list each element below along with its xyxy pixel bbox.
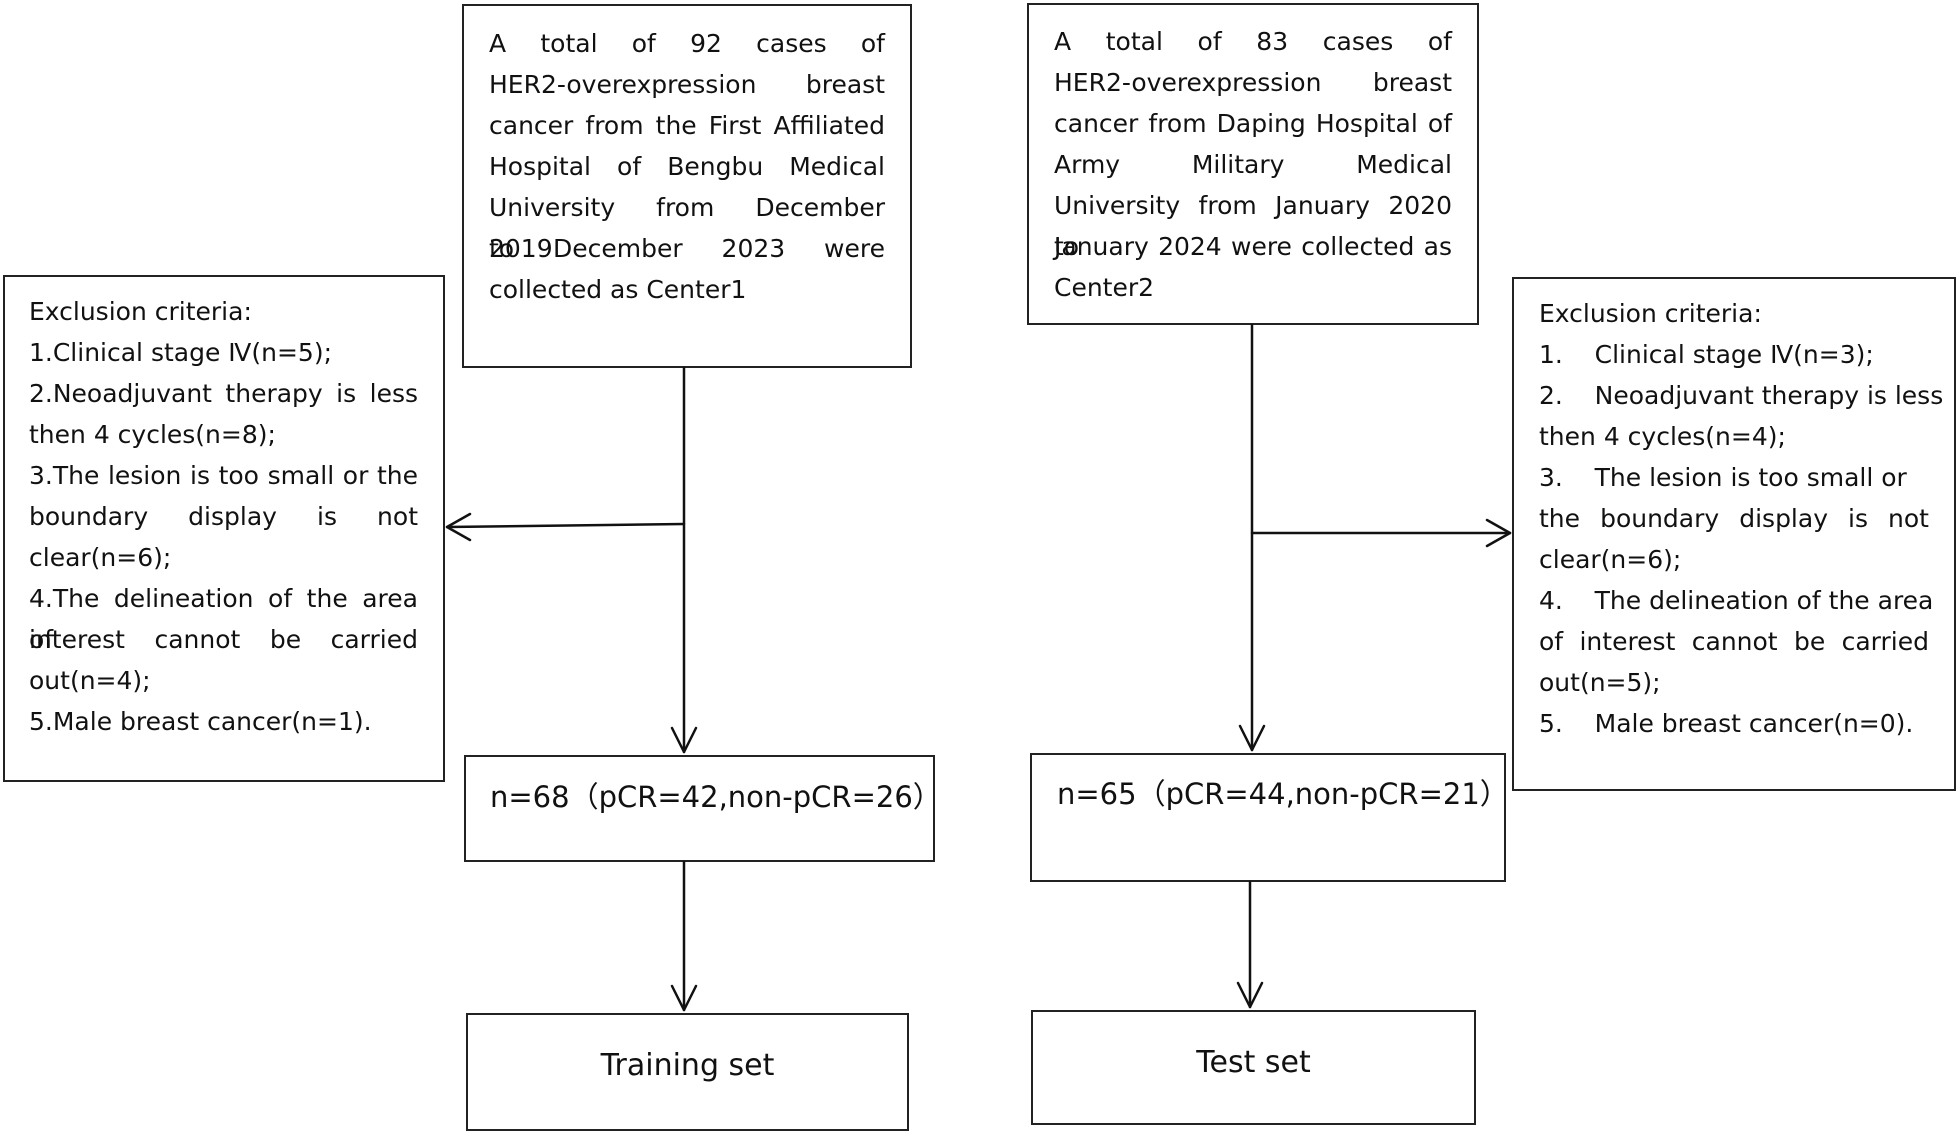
center2-source-line: University from January 2020 to [1054, 191, 1452, 261]
center2-result-box: n=65（pCR=44,non-pCR=21） [1030, 753, 1509, 882]
center2-source-text: A total of 83 cases of HER2-overexpressi… [1054, 21, 1452, 308]
center1-source-text: A total of 92 cases of HER2-overexpressi… [489, 23, 885, 310]
center1-source-line: A total of 92 cases of [489, 29, 885, 58]
center2-source-line: A total of 83 cases of [1054, 27, 1452, 56]
center2-source-line: Army Military Medical [1054, 150, 1452, 179]
center2-source-line: HER2-overexpression breast [1054, 68, 1452, 97]
center2-down-arrowhead [1238, 724, 1266, 752]
center2-exclusion-text: Exclusion criteria: 1. Clinical stage Ⅳ(… [1539, 293, 1944, 744]
center2-exclusion-line: 5. Male breast cancer(n=0). [1539, 709, 1914, 738]
center1-exclusion-text: Exclusion criteria: 1.Clinical stage Ⅳ(n… [29, 291, 418, 742]
center2-exclusion-line: out(n=5); [1539, 668, 1661, 697]
center1-exclusion-line: 4.The delineation of the area of [29, 584, 418, 654]
center1-exclusion-line: 5.Male breast cancer(n=1). [29, 707, 372, 736]
center1-exclusion-line: 1.Clinical stage Ⅳ(n=5); [29, 338, 332, 367]
center2-exclusion-line: then 4 cycles(n=4); [1539, 422, 1786, 451]
center1-source-box: A total of 92 cases of HER2-overexpressi… [462, 4, 912, 368]
center1-result-box: n=68（pCR=42,non-pCR=26） [464, 755, 942, 862]
center2-final-arrowhead [1236, 981, 1264, 1009]
center1-exclusion-line: clear(n=6); [29, 543, 172, 572]
center2-exclusion-box: Exclusion criteria: 1. Clinical stage Ⅳ(… [1512, 277, 1956, 791]
center1-down-arrowhead [670, 726, 698, 754]
center1-source-line: University from December 2019 [489, 193, 885, 263]
center1-exclusion-line: interest cannot be carried [29, 625, 418, 654]
center1-source-line: HER2-overexpression breast [489, 70, 885, 99]
center2-exclusion-line: the boundary display is not [1539, 504, 1929, 533]
center2-exclusion-line: 4. The delineation of the area [1539, 586, 1934, 615]
center2-exclusion-line: clear(n=6); [1539, 545, 1682, 574]
center2-source-box: A total of 83 cases of HER2-overexpressi… [1027, 3, 1479, 325]
center2-source-line: January 2024 were collected as [1054, 232, 1452, 261]
center2-exclusion-line: 2. Neoadjuvant therapy is less [1539, 381, 1944, 410]
center1-exclusion-line-connector [445, 522, 686, 529]
center2-exclusion-title: Exclusion criteria: [1539, 299, 1762, 328]
center1-exclusion-line: boundary display is not [29, 502, 418, 531]
center1-source-line: collected as Center1 [489, 275, 747, 304]
center1-result-text: n=68（pCR=42,non-pCR=26） [490, 780, 942, 814]
training-set-label: Training set [600, 1048, 775, 1083]
center1-exclusion-line: then 4 cycles(n=8); [29, 420, 276, 449]
center1-exclusion-line: 2.Neoadjuvant therapy is less [29, 379, 418, 408]
center2-exclusion-arrowhead [1485, 518, 1512, 548]
center1-source-line: Hospital of Bengbu Medical [489, 152, 885, 181]
test-set-box: Test set [1031, 1010, 1476, 1125]
center1-exclusion-line: out(n=4); [29, 666, 151, 695]
center1-exclusion-title: Exclusion criteria: [29, 297, 252, 326]
center1-exclusion-arrowhead [445, 512, 472, 542]
center2-exclusion-line: of interest cannot be carried [1539, 627, 1929, 656]
center1-source-line: to December 2023 were [489, 234, 885, 263]
center2-exclusion-line: 3. The lesion is too small or [1539, 463, 1907, 492]
center1-exclusion-line: 3.The lesion is too small or the [29, 461, 418, 490]
center2-source-line: cancer from Daping Hospital of [1054, 109, 1452, 138]
training-set-box: Training set [466, 1013, 909, 1131]
center2-source-line: Center2 [1054, 273, 1155, 302]
test-set-label: Test set [1196, 1045, 1311, 1080]
center2-result-text: n=65（pCR=44,non-pCR=21） [1057, 777, 1509, 811]
center1-source-line: cancer from the First Affiliated [489, 111, 885, 140]
center1-final-arrowhead [670, 984, 698, 1012]
center2-exclusion-line: 1. Clinical stage Ⅳ(n=3); [1539, 340, 1874, 369]
center1-exclusion-box: Exclusion criteria: 1.Clinical stage Ⅳ(n… [3, 275, 445, 782]
